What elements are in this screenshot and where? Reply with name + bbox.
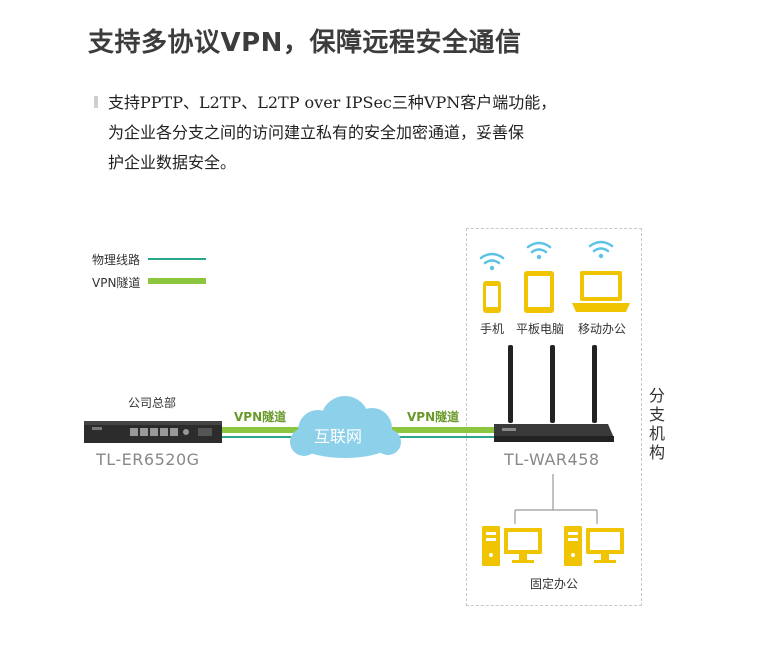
wifi-icon bbox=[526, 241, 552, 254]
legend-physical-label: 物理线路 bbox=[92, 253, 141, 267]
hq-router-icon bbox=[84, 421, 222, 443]
lan-connection-lines bbox=[514, 474, 598, 524]
vpn-tunnel-left bbox=[222, 427, 300, 433]
desktop-computer-icon bbox=[564, 526, 624, 566]
wifi-icon bbox=[588, 240, 614, 253]
desktop-computer-icon bbox=[482, 526, 542, 566]
description-marker bbox=[94, 96, 98, 108]
device-label-phone: 手机 bbox=[480, 322, 505, 336]
internet-label: 互联网 bbox=[314, 427, 363, 446]
hq-label: 公司总部 bbox=[128, 396, 177, 410]
wifi-icon bbox=[479, 252, 505, 265]
internet-cloud-icon bbox=[290, 396, 401, 458]
fixed-office-label: 固定办公 bbox=[530, 577, 579, 591]
legend-vpn-label: VPN隧道 bbox=[92, 276, 141, 290]
branch-office-box bbox=[466, 228, 642, 606]
vpn-tunnel-left-label: VPN隧道 bbox=[234, 410, 287, 424]
laptop-icon bbox=[572, 271, 630, 312]
page-title: 支持多协议VPN，保障远程安全通信 bbox=[88, 28, 522, 58]
vpn-tunnel-right bbox=[392, 427, 494, 433]
device-label-tablet: 平板电脑 bbox=[516, 322, 565, 336]
description-line: 为企业各分支之间的访问建立私有的安全加密通道，妥善保 bbox=[108, 123, 525, 142]
description: 支持PPTP、L2TP、L2TP over IPSec三种VPN客户端功能， 为… bbox=[108, 88, 648, 178]
hq-model: TL-ER6520G bbox=[96, 450, 200, 469]
description-line: 支持PPTP、L2TP、L2TP over IPSec三种VPN客户端功能， bbox=[108, 93, 557, 112]
vpn-tunnel-right-label: VPN隧道 bbox=[407, 410, 460, 424]
description-line: 护企业数据安全。 bbox=[108, 153, 237, 172]
branch-label: 分支机构 bbox=[648, 386, 665, 462]
tablet-icon bbox=[524, 271, 554, 313]
device-label-laptop: 移动办公 bbox=[578, 322, 627, 336]
branch-router-icon bbox=[494, 345, 614, 442]
legend-vpn-line bbox=[148, 278, 206, 284]
phone-icon bbox=[483, 281, 501, 313]
branch-model: TL-WAR458 bbox=[504, 450, 600, 469]
